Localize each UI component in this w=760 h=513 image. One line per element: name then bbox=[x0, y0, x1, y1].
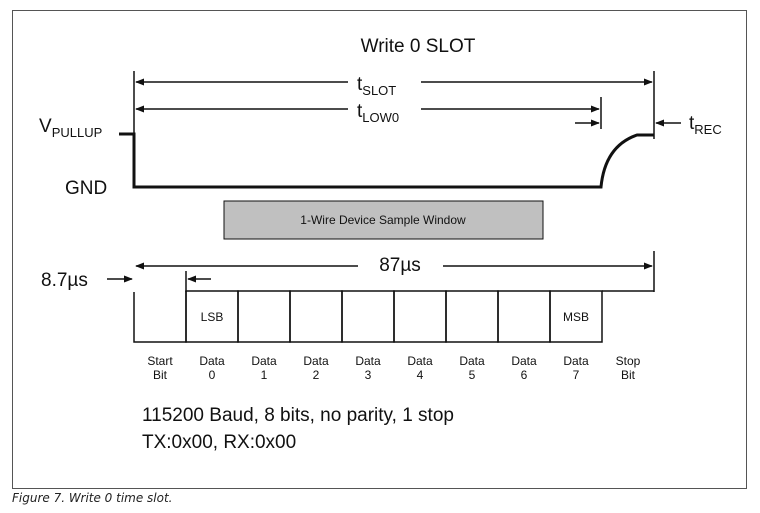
serial-bit-frame: StartBitLSBData0Data1Data2Data3Data4Data… bbox=[133, 290, 654, 382]
gnd-label: GND bbox=[65, 178, 107, 199]
figure-caption: Figure 7. Write 0 time slot. bbox=[12, 491, 173, 505]
baud-note-line2: TX:0x00, RX:0x00 bbox=[142, 432, 296, 453]
data-bit-cell-2 bbox=[289, 290, 343, 343]
v-pullup-label: VPULLUP bbox=[39, 116, 102, 140]
bit-label-4-line1: Data bbox=[355, 354, 381, 368]
bit-label-9-line1: Stop bbox=[616, 354, 641, 368]
data-bit-cell-5 bbox=[445, 290, 499, 343]
bit-label-8-line1: Data bbox=[563, 354, 589, 368]
bit-label-5-line1: Data bbox=[407, 354, 433, 368]
data-bit-cell-1 bbox=[237, 290, 291, 343]
bit-label-6-line1: Data bbox=[459, 354, 485, 368]
diagram-frame: Write 0 SLOT tSLOT tLOW0 tREC VPULLUP GN… bbox=[12, 10, 747, 489]
waveform-signal bbox=[119, 132, 654, 189]
diagram-title: Write 0 SLOT bbox=[361, 36, 476, 57]
bit-label-0-line2: Bit bbox=[153, 368, 168, 382]
bit-label-9-line2: Bit bbox=[621, 368, 636, 382]
data-bit-cell-3 bbox=[341, 290, 395, 343]
bit-label-6-line2: 5 bbox=[469, 368, 476, 382]
period-87-label: 87µs bbox=[379, 255, 421, 276]
data-bit-cell-4 bbox=[393, 290, 447, 343]
data-bit-cell-7 bbox=[549, 290, 603, 343]
bit-label-5-line2: 4 bbox=[417, 368, 424, 382]
sample-window-label: 1-Wire Device Sample Window bbox=[300, 213, 466, 227]
baud-note-line1: 115200 Baud, 8 bits, no parity, 1 stop bbox=[142, 405, 454, 426]
bit-label-3-line1: Data bbox=[303, 354, 329, 368]
start-bit-pulse bbox=[133, 291, 187, 343]
bit-label-8-line2: 7 bbox=[573, 368, 580, 382]
bit-label-7-line2: 6 bbox=[521, 368, 528, 382]
sample-window-box bbox=[223, 200, 544, 240]
bit-label-1-line2: 0 bbox=[209, 368, 216, 382]
t-rec-label: tREC bbox=[689, 113, 722, 137]
data-bit-cell-6 bbox=[497, 290, 551, 343]
bit-label-0-line1: Start bbox=[147, 354, 173, 368]
bit-label-7-line1: Data bbox=[511, 354, 537, 368]
bit-box-label-8: MSB bbox=[563, 310, 589, 324]
bit-label-4-line2: 3 bbox=[365, 368, 372, 382]
bit-label-2-line1: Data bbox=[251, 354, 277, 368]
bit-box-label-1: LSB bbox=[201, 310, 224, 324]
timing-diagram: Write 0 SLOT tSLOT tLOW0 tREC VPULLUP GN… bbox=[39, 36, 722, 453]
period-8-7-label: 8.7µs bbox=[41, 270, 88, 291]
t-low0-label: tLOW0 bbox=[357, 101, 399, 125]
t-slot-label: tSLOT bbox=[357, 74, 396, 98]
bit-label-1-line1: Data bbox=[199, 354, 225, 368]
bit-label-3-line2: 2 bbox=[313, 368, 320, 382]
bit-label-2-line2: 1 bbox=[261, 368, 268, 382]
